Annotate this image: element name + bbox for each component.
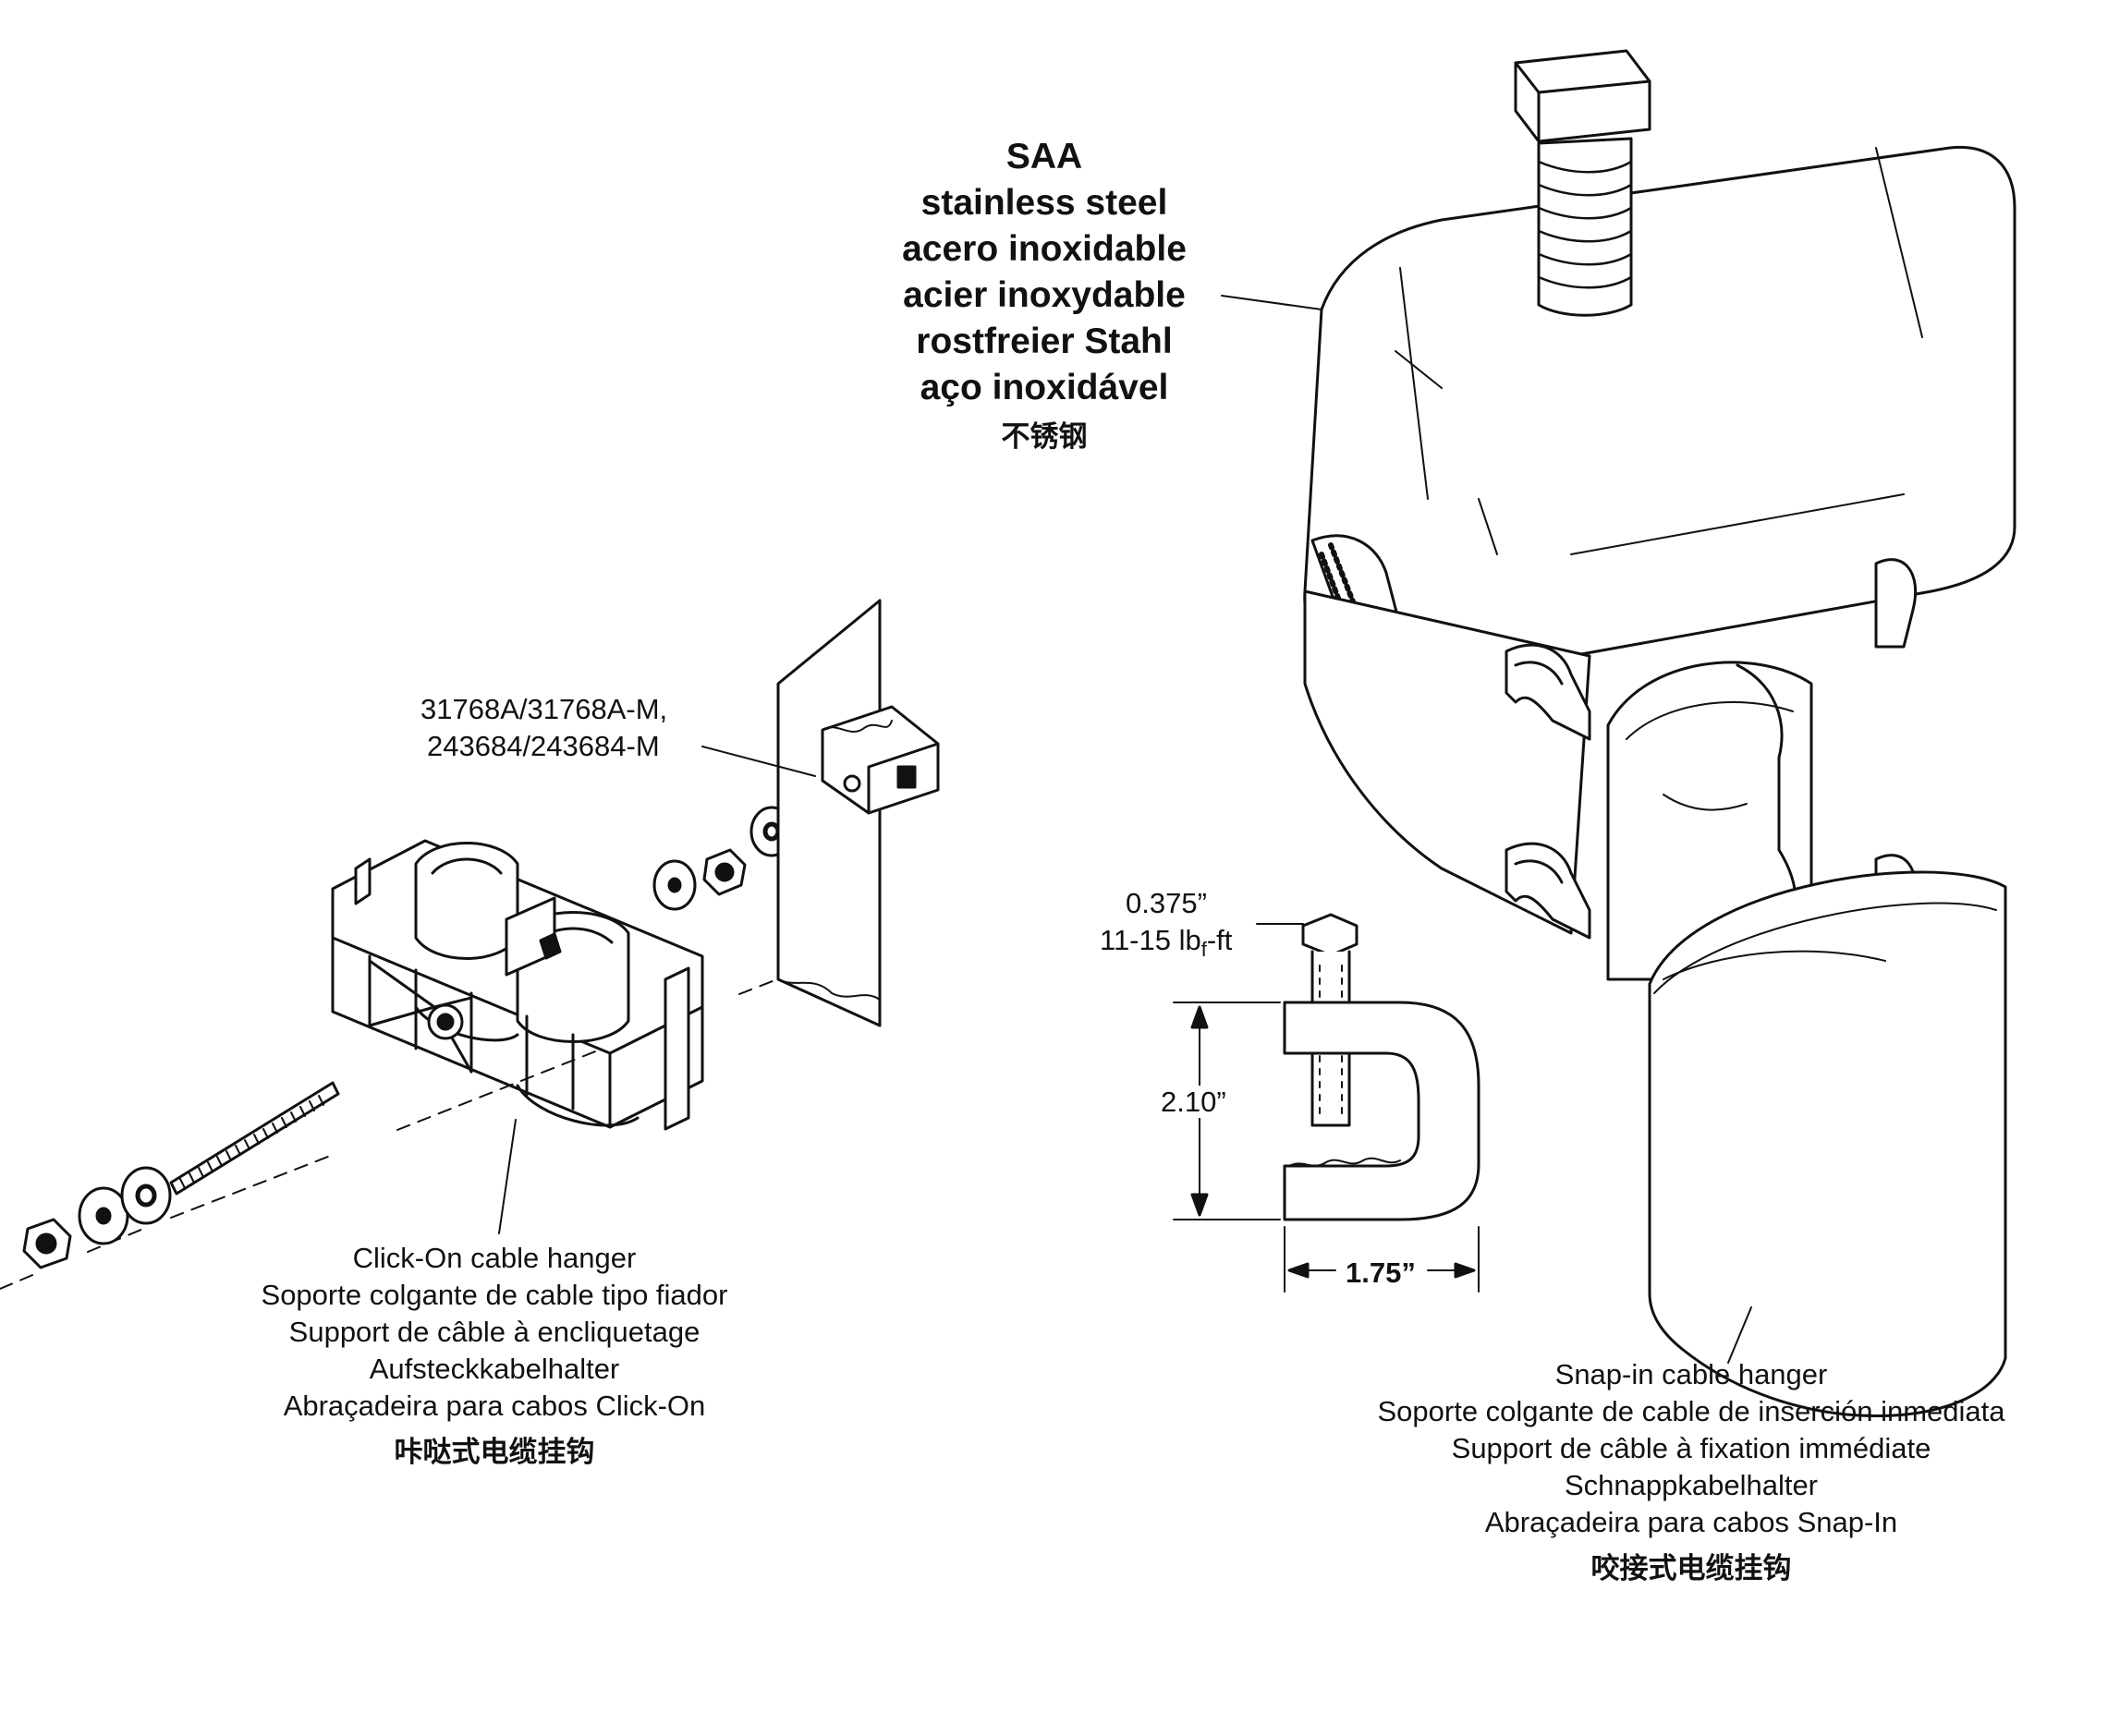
angle-member [776, 599, 882, 1027]
click-on-line-4: Aufsteckkabelhalter [369, 1353, 620, 1385]
bolt-size-label: 0.375” [1126, 887, 1207, 919]
click-on-line-2: Soporte colgante de cable tipo fiador [261, 1279, 728, 1311]
washer-3 [652, 859, 697, 911]
material-line-2: stainless steel [920, 183, 1168, 223]
material-leader [1221, 295, 1322, 310]
torque-subscript: f [1200, 938, 1207, 962]
snap-in-bolt [1514, 49, 1651, 317]
hex-nut-right [702, 848, 747, 896]
snap-in-line-2: Soporte colgante de cable de inserción i… [1377, 1395, 2005, 1427]
material-line-4: acier inoxydable [903, 275, 1186, 315]
height-label: 2.10” [1157, 1086, 1230, 1118]
click-on-leader [498, 1119, 517, 1234]
snap-in-line-1: Snap-in cable hanger [1554, 1358, 1828, 1390]
click-on-caption: Click-On cable hanger Soporte colgante d… [189, 1240, 799, 1471]
clamp-body [1283, 1001, 1480, 1221]
click-on-line-5: Abraçadeira para cabos Click-On [283, 1390, 706, 1422]
snap-in-line-3: Support de câble à fixation immédiate [1451, 1432, 1931, 1464]
snap-in-chinese: 咬接式电缆挂钩 [1590, 1552, 1792, 1584]
snap-in-caption: Snap-in cable hanger Soporte colgante de… [1303, 1356, 2079, 1587]
torque-suffix: -ft [1206, 924, 1233, 956]
outer-sleeve [1648, 870, 2007, 1417]
washer-2 [120, 1166, 172, 1225]
click-on-assembly [0, 599, 940, 1290]
material-chinese: 不锈钢 [1001, 420, 1088, 453]
part-number-line-2: 243684/243684-M [427, 730, 660, 762]
snap-in-leader [1727, 1306, 1752, 1364]
torque-prefix: 11-15 lb [1100, 924, 1201, 956]
width-label: 1.75” [1342, 1256, 1419, 1289]
part-number-line-1: 31768A/31768A-M, [420, 693, 668, 725]
threaded-rod [169, 1081, 340, 1196]
hex-nut-left [22, 1218, 72, 1269]
material-line-6: aço inoxidável [920, 368, 1169, 407]
assembly-axis-line [0, 955, 837, 1290]
click-on-line-1: Click-On cable hanger [352, 1242, 637, 1274]
snap-in-line-4: Schnappkabelhalter [1564, 1469, 1819, 1501]
snap-in-line-5: Abraçadeira para cabos Snap-In [1484, 1506, 1898, 1538]
width-dimension [1284, 1226, 1480, 1293]
material-callout: SAA stainless steel acero inoxidable aci… [832, 134, 1257, 455]
washer-1 [78, 1186, 129, 1245]
part-number-leader [701, 746, 816, 777]
material-line-5: rostfreier Stahl [916, 322, 1173, 361]
c-clamp [1173, 913, 1480, 1293]
spring-fingers-left [1505, 643, 1591, 940]
angle-adapter [821, 705, 940, 815]
material-line-1: SAA [1005, 137, 1083, 176]
snap-in-assembly [1221, 49, 2016, 1417]
click-on-hanger-body [331, 839, 704, 1131]
torque-label: 11-15 lbf-ft [1100, 926, 1232, 960]
click-on-chinese: 咔哒式电缆挂钩 [394, 1436, 595, 1468]
clamp-bolt-head [1301, 913, 1359, 957]
click-on-line-3: Support de câble à encliquetage [288, 1316, 701, 1348]
material-line-3: acero inoxidable [902, 229, 1187, 269]
